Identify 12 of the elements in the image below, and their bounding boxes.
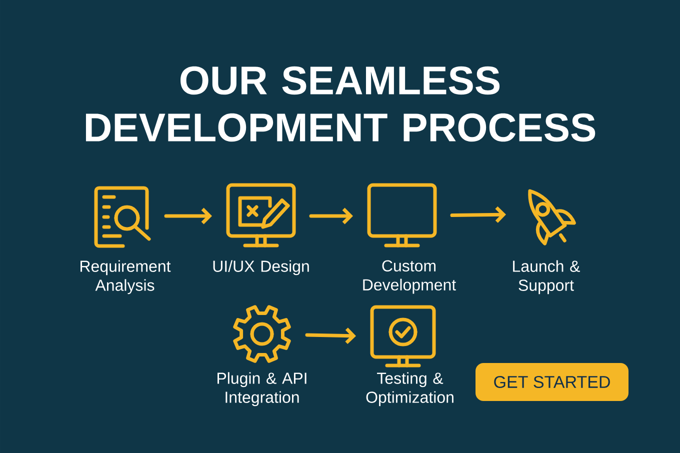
title: OUR SEAMLESS DEVELOPMENT PROCESS	[86, 66, 596, 142]
arrow	[305, 328, 356, 344]
step-label: Launch & Support	[513, 260, 580, 294]
step-label: UI/UX Design	[213, 260, 309, 276]
arrow	[309, 208, 353, 224]
step-label: Custom Development	[363, 260, 456, 294]
button: GET STARTED	[476, 363, 628, 401]
arrow	[164, 208, 212, 224]
step-label: Requirement Analysis	[80, 260, 171, 294]
step-label: Plugin & API Integration	[218, 372, 306, 406]
step-label: Testing & Optimization	[366, 372, 454, 406]
arrow	[450, 206, 506, 223]
